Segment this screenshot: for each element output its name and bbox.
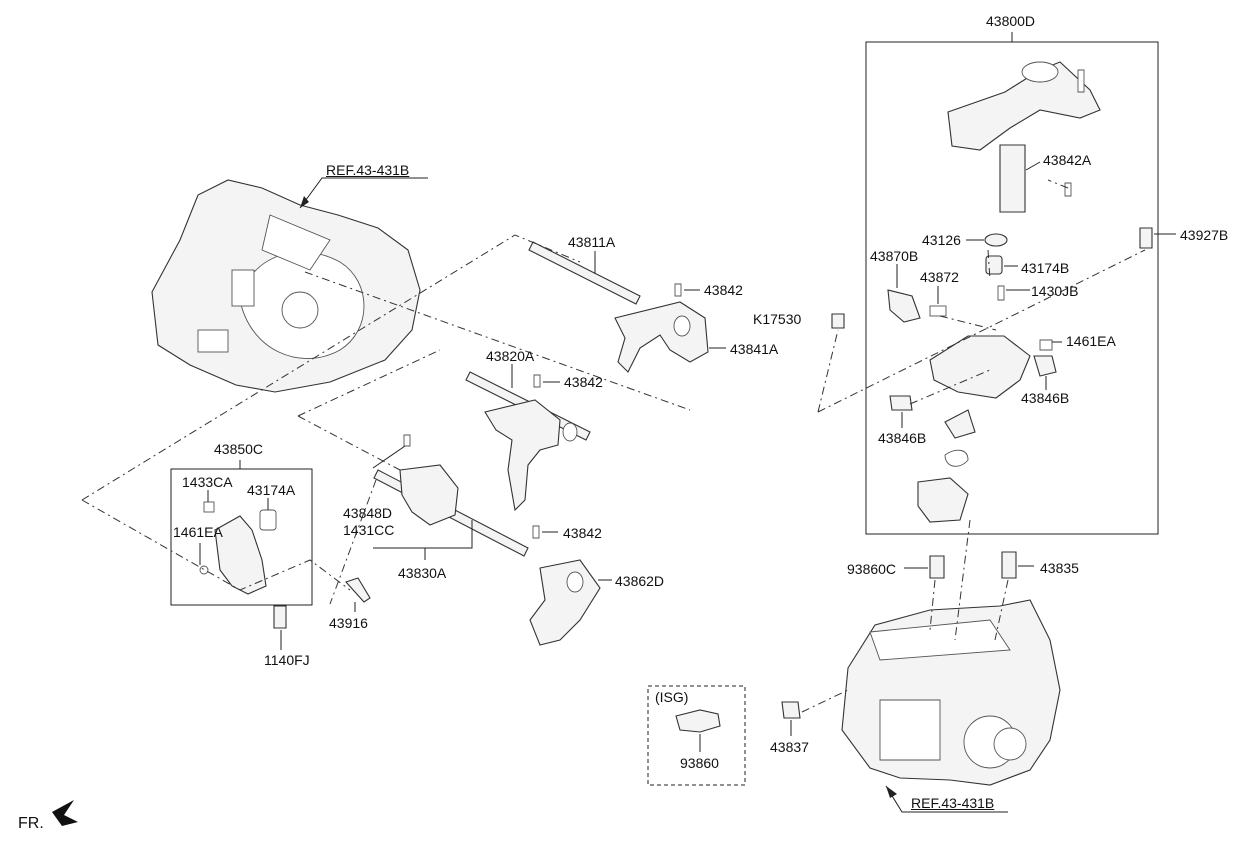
- label-43916: 43916: [329, 615, 368, 631]
- label-43846B-r: 43846B: [1021, 390, 1070, 406]
- label-43837: 43837: [770, 739, 809, 755]
- label-43870B: 43870B: [870, 248, 919, 264]
- assembly-line-12: [929, 579, 936, 631]
- shift-rod-43830A: [373, 464, 601, 646]
- ref-top-arrow: [300, 196, 309, 208]
- assembly-line-14: [954, 519, 971, 641]
- return-spring: [944, 449, 969, 467]
- assembly-line-13: [994, 579, 1009, 641]
- assembly-line-1: [81, 234, 581, 501]
- label-1140FJ: 1140FJ: [264, 652, 310, 668]
- detent-43870B: [887, 289, 921, 323]
- assembly-line-6: [817, 329, 839, 413]
- bolt-43927B: [1139, 227, 1153, 249]
- sensor-93860C: [929, 555, 945, 579]
- assembly-43850C-frame: [170, 468, 313, 606]
- pin-43842-1: [674, 283, 682, 297]
- plug-K17530: [831, 313, 845, 329]
- assembly-line-16: [329, 479, 377, 605]
- label-1461EA-l: 1461EA: [173, 524, 223, 540]
- pin-43842A: [1064, 182, 1072, 197]
- label-43835: 43835: [1040, 560, 1079, 576]
- detent-43846B-r: [1033, 355, 1057, 377]
- shift-rod-43811A: [528, 241, 709, 373]
- washer-43126: [984, 233, 1008, 247]
- bolt-43916: [345, 577, 371, 603]
- label-43872: 43872: [920, 269, 959, 285]
- label-43820A: 43820A: [486, 348, 535, 364]
- screw-1430JB: [997, 285, 1005, 301]
- assembly-line-7: [817, 249, 1146, 413]
- 43848D-bracket-b: [373, 520, 473, 549]
- assembly-line-2: [297, 349, 441, 417]
- label-1431CC: 1431CC: [343, 522, 395, 538]
- label-1430JB: 1430JB: [1031, 283, 1079, 299]
- assembly-line-8: [1047, 179, 1069, 189]
- label-43126: 43126: [922, 232, 961, 248]
- label-1433CA: 1433CA: [182, 474, 233, 490]
- bolt-1140FJ: [273, 605, 287, 629]
- label-43830A: 43830A: [398, 565, 447, 581]
- label-43927B: 43927B: [1180, 227, 1229, 243]
- housing-43800D: [929, 335, 1031, 399]
- transmission-case-top: [151, 179, 421, 393]
- bushing-43174B: [985, 255, 1003, 275]
- label-43842-1: 43842: [704, 282, 743, 298]
- label-43850C: 43850C: [214, 441, 264, 457]
- ref-top-leader: [299, 177, 428, 209]
- label-43842A: 43842A: [1043, 152, 1092, 168]
- 43848D-bracket: [372, 445, 406, 469]
- 43842A-leader: [1025, 161, 1041, 171]
- assembly-line-9: [987, 249, 991, 281]
- label-43862D: 43862D: [615, 573, 665, 589]
- lever-plate: [944, 409, 976, 439]
- pin-43842-3: [532, 525, 540, 539]
- sensor-93860: [675, 709, 721, 733]
- label-93860: 93860: [680, 755, 719, 771]
- ref-top-label[interactable]: REF.43-431B: [326, 162, 410, 178]
- spring-1461EA-r: [1039, 339, 1053, 351]
- gate-plate: [917, 477, 969, 523]
- pin-43848D: [403, 434, 411, 447]
- shift-rod-43820A: [465, 371, 591, 512]
- bracket-assembly-43850C: [199, 501, 277, 595]
- ref-bottom-arrow: [886, 786, 897, 798]
- bolt-43835: [1001, 551, 1017, 579]
- label-93860C: 93860C: [847, 561, 897, 577]
- spring-43872: [929, 305, 947, 317]
- ref-bottom-label[interactable]: REF.43-431B: [911, 795, 995, 811]
- label-43842-2: 43842: [564, 374, 603, 390]
- transmission-case-bottom: [841, 599, 1061, 786]
- assembly-line-3: [297, 415, 401, 471]
- label-43174B: 43174B: [1021, 260, 1070, 276]
- plug-43837: [781, 701, 801, 719]
- label-43811A: 43811A: [568, 234, 616, 250]
- pin-43842-2: [533, 374, 541, 388]
- label-1461EA-r: 1461EA: [1066, 333, 1116, 349]
- assembly-line-10: [939, 315, 997, 331]
- fr-label: FR.: [18, 815, 44, 832]
- label-43174A: 43174A: [247, 482, 296, 498]
- fr-arrow-icon: [52, 800, 78, 826]
- label-43800D: 43800D: [986, 13, 1036, 29]
- label-43842-3: 43842: [563, 525, 602, 541]
- label-isg: (ISG): [655, 689, 689, 705]
- label-K17530: K17530: [753, 311, 802, 327]
- assembly-line-4: [81, 499, 351, 591]
- detent-43846B-l: [889, 395, 913, 411]
- lever-assembly-43800D: [947, 61, 1101, 213]
- label-43841A: 43841A: [730, 341, 779, 357]
- label-43846B-l: 43846B: [878, 430, 927, 446]
- assembly-line-15: [801, 689, 849, 713]
- label-43848D: 43848D: [343, 505, 393, 521]
- assembly-line-5: [304, 271, 691, 411]
- assembly-line-11: [909, 369, 991, 405]
